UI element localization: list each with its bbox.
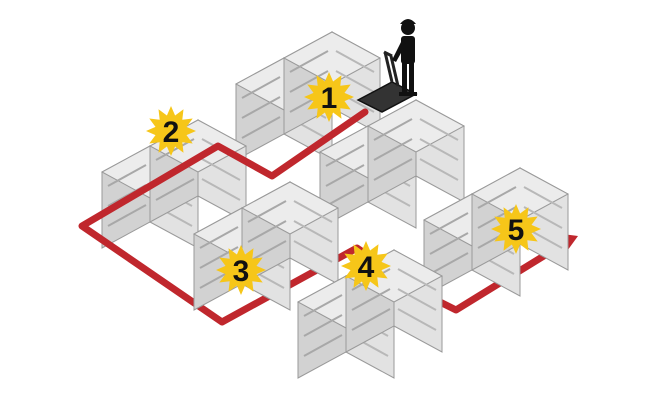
stop-marker-3: 3 [216, 245, 266, 295]
stop-number: 5 [508, 214, 525, 247]
starburst-icon [341, 241, 391, 291]
starburst-icon [146, 106, 196, 156]
pick-route-path [78, 108, 564, 326]
stop-marker-5: 5 [491, 204, 541, 254]
stop-number: 3 [233, 255, 250, 288]
stop-marker-2: 2 [146, 106, 196, 156]
shelf-unit-center [319, 99, 465, 229]
stop-marker-1: 1 [304, 72, 354, 122]
pick-cart-icon [356, 50, 418, 113]
starburst-icon [304, 72, 354, 122]
stop-number: 4 [358, 251, 375, 284]
stop-markers: 1 2 3 4 5 [146, 72, 541, 295]
starburst-icon [216, 245, 266, 295]
stop-number: 2 [163, 116, 180, 149]
starburst-icon [491, 204, 541, 254]
warehouse-worker-icon [392, 19, 417, 96]
stop-number: 1 [321, 82, 338, 115]
stop-marker-4: 4 [341, 241, 391, 291]
